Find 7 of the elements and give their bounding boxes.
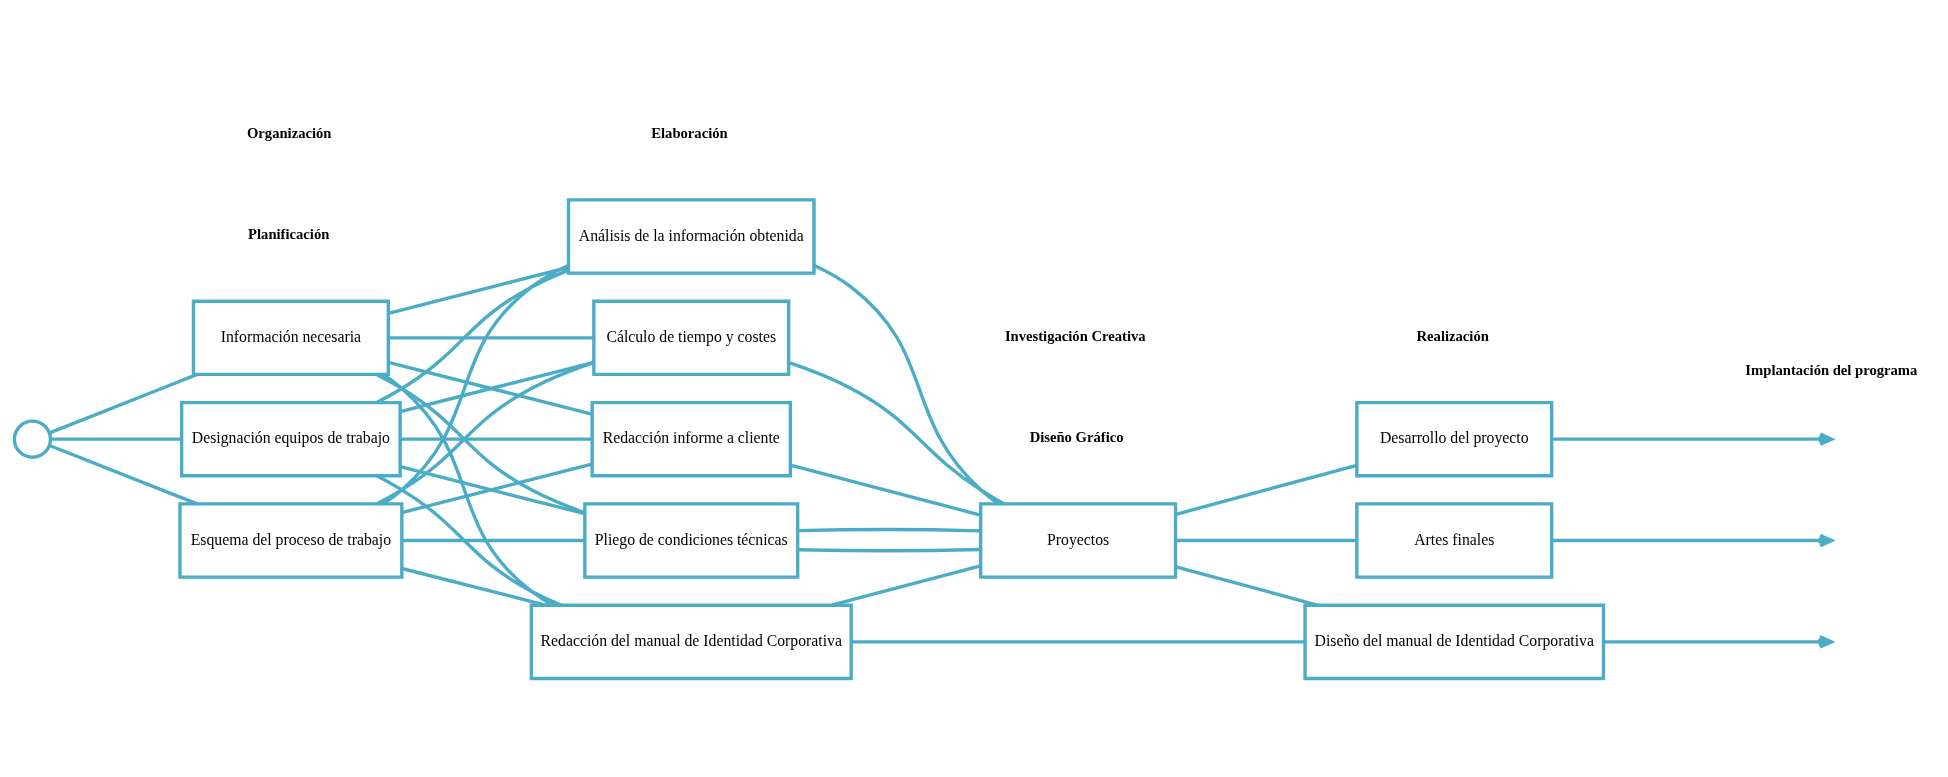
label: Diseño Gráfico [1029,428,1124,445]
label: Realización [1416,327,1489,344]
label: Organización [246,124,331,141]
label: Investigación Creativa [1004,327,1146,344]
label: Planificación [247,226,329,243]
label: Elaboración [650,124,728,141]
label: Implantación del programa [1744,362,1917,379]
